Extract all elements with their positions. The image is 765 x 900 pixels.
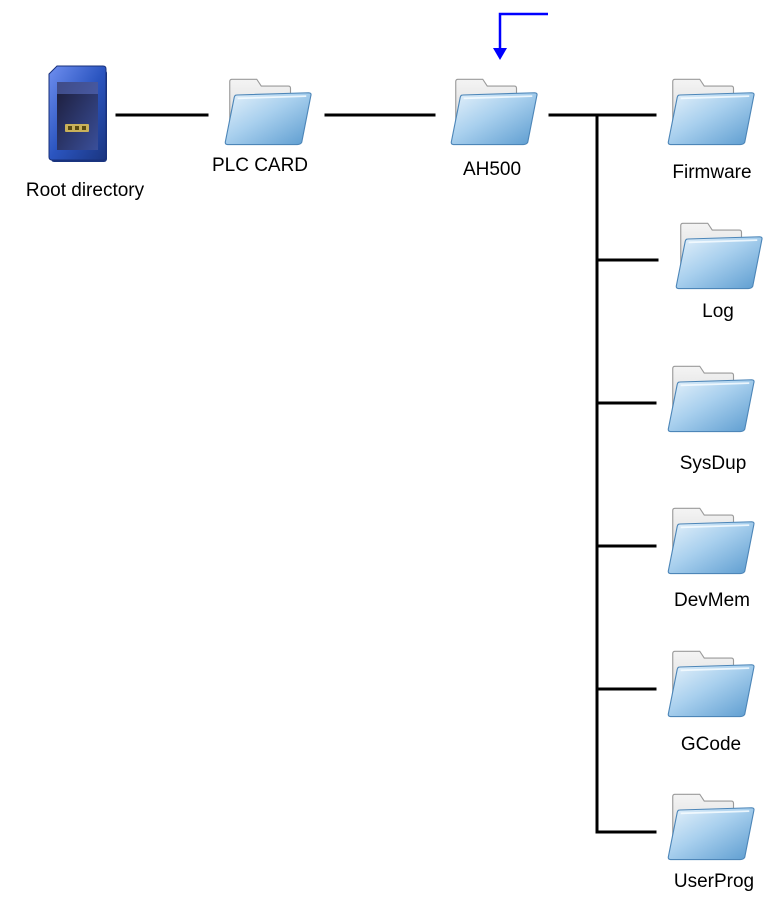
folder-label-firmware: Firmware bbox=[672, 162, 751, 183]
root-directory-node: Root directory bbox=[26, 65, 145, 201]
folder-node-sysdup: SysDup bbox=[667, 365, 755, 474]
ah500-folder-node: AH500 bbox=[450, 78, 538, 180]
folder-node-log: Log bbox=[675, 222, 763, 322]
ah500-label: AH500 bbox=[463, 159, 521, 180]
folder-label-sysdup: SysDup bbox=[680, 453, 747, 474]
connector-lines bbox=[115, 113, 659, 834]
folder-label-gcode: GCode bbox=[681, 734, 741, 755]
folder-icon bbox=[667, 507, 755, 575]
folder-icon bbox=[667, 793, 755, 861]
folder-node-userprog: UserProg bbox=[667, 793, 755, 892]
folder-icon bbox=[450, 78, 538, 146]
sd-card-icon bbox=[48, 65, 107, 162]
folder-icon bbox=[667, 78, 755, 146]
folder-icon bbox=[667, 650, 755, 718]
root-directory-label: Root directory bbox=[26, 180, 145, 201]
folder-label-log: Log bbox=[702, 301, 734, 322]
pointer-arrow-icon bbox=[493, 12, 548, 60]
plc-card-folder-node: PLC CARD bbox=[212, 78, 312, 176]
folder-icon bbox=[667, 365, 755, 433]
folder-label-devmem: DevMem bbox=[674, 590, 750, 611]
folder-node-firmware: Firmware bbox=[667, 78, 755, 183]
folder-icon bbox=[675, 222, 763, 290]
folder-node-gcode: GCode bbox=[667, 650, 755, 755]
folder-label-userprog: UserProg bbox=[674, 871, 754, 892]
plc-card-label: PLC CARD bbox=[212, 155, 308, 176]
folder-icon bbox=[224, 78, 312, 146]
folder-node-devmem: DevMem bbox=[667, 507, 755, 611]
